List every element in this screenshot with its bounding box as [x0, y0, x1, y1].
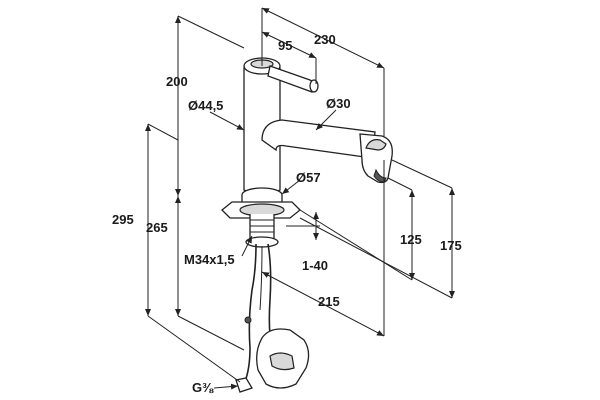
label-265: 265: [146, 220, 168, 235]
label-95: 95: [278, 38, 292, 53]
label-125: 125: [400, 232, 422, 247]
label-g3-8: G⅜: [192, 380, 214, 395]
label-diameter-57: Ø57: [296, 170, 321, 185]
dimension-labels: 230 95 200 Ø44,5 Ø30 Ø57 295 265 125 175…: [112, 32, 462, 395]
dimension-lines: [145, 7, 455, 390]
label-230: 230: [314, 32, 336, 47]
label-1-40: 1-40: [302, 258, 328, 273]
label-295: 295: [112, 212, 134, 227]
label-200: 200: [166, 74, 188, 89]
label-215: 215: [318, 294, 340, 309]
label-diameter-44-5: Ø44,5: [188, 98, 223, 113]
faucet-body: [221, 57, 393, 393]
label-175: 175: [440, 238, 462, 253]
label-diameter-30: Ø30: [326, 96, 351, 111]
label-m34x1-5: M34x1,5: [184, 252, 235, 267]
